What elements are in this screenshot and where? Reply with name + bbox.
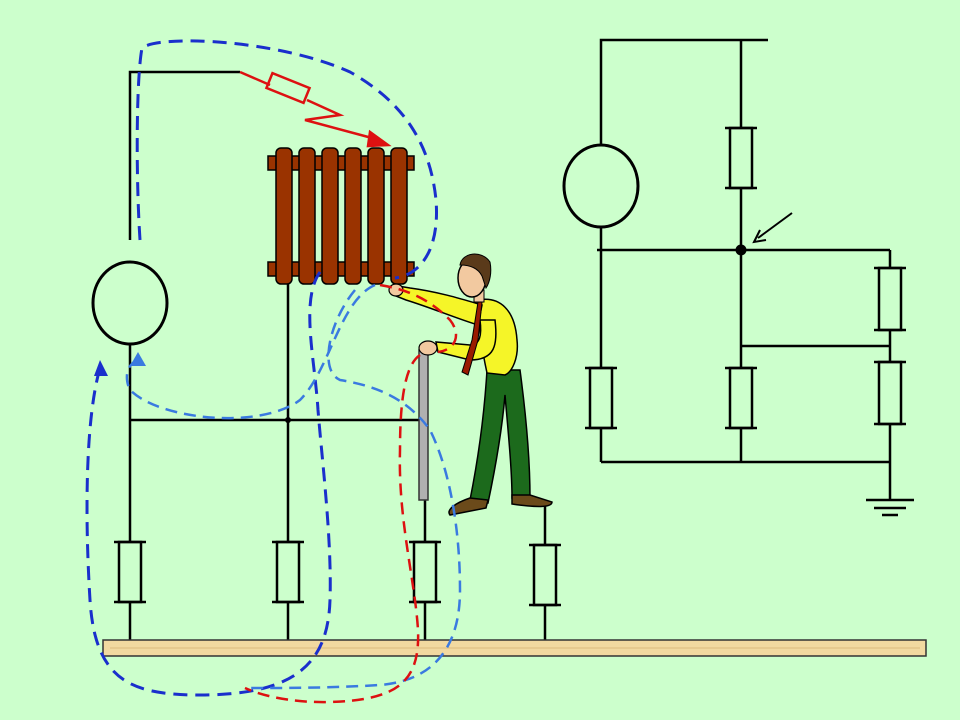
person-touching-radiator: [388, 253, 553, 516]
resistor-ground-4: [532, 543, 558, 607]
resistor-ground-1: [117, 540, 143, 604]
resistor-source-ground: [588, 366, 614, 430]
right-circuit: [562, 38, 906, 500]
current-path-dark-blue: [85, 39, 439, 697]
node-dot: [735, 244, 747, 256]
resistor-body: [877, 266, 903, 332]
right-voltage-source: [562, 143, 640, 229]
ground-symbol: [866, 498, 914, 517]
resistor-fault: [728, 126, 754, 190]
junction-dot: [285, 417, 291, 423]
resistor-radiator-ground: [728, 366, 754, 430]
resistor-ground-2: [275, 540, 301, 604]
lightning-fault-icon: [239, 70, 392, 148]
left-voltage-source: [91, 260, 169, 346]
resistor-feet: [877, 360, 903, 426]
left-circuit: [91, 70, 561, 640]
current-path-light-blue: [125, 283, 462, 690]
current-path-red: [244, 283, 458, 704]
source-top-wire: [128, 70, 240, 240]
radiator-icon: [267, 147, 415, 285]
right-top-wire: [599, 38, 768, 145]
pointer-arrow-icon: [752, 212, 793, 244]
resistor-ground-3: [412, 540, 438, 604]
